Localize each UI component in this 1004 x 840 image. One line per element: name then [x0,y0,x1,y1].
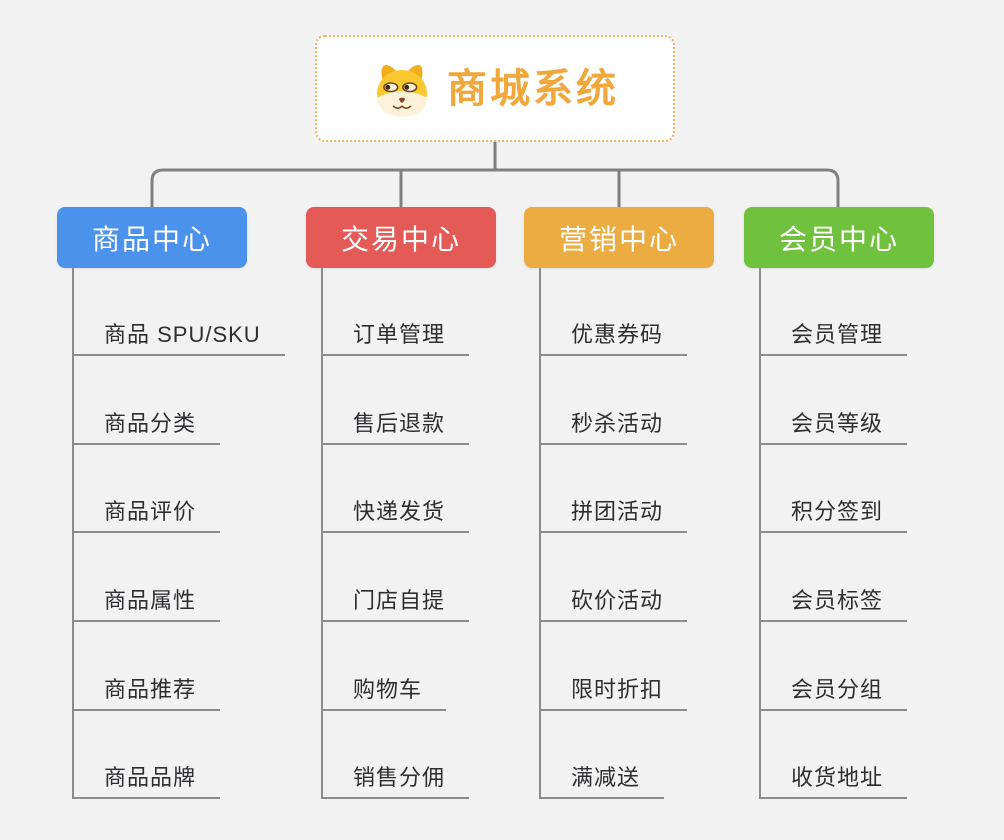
dog-face-icon [377,64,427,117]
mindmap-item[interactable]: 商品属性 [72,582,221,622]
mindmap-item[interactable]: 会员等级 [759,405,908,445]
branch-box-3[interactable]: 会员中心 [744,207,934,268]
branch-trunk-line [759,268,761,799]
branch-box-1[interactable]: 交易中心 [306,207,496,268]
branch-box-2[interactable]: 营销中心 [524,207,714,268]
branch-column-trade: 交易中心 订单管理 售后退款 快递发货 门店自提 购物车 销售分佣 [306,207,566,819]
mindmap-item[interactable]: 商品 SPU/SKU [72,316,285,356]
mindmap-item[interactable]: 会员管理 [759,316,908,356]
mindmap-item[interactable]: 积分签到 [759,493,908,533]
branch-box-0[interactable]: 商品中心 [57,207,247,268]
branch-trunk-line [321,268,323,799]
mindmap-item[interactable]: 拼团活动 [539,493,688,533]
mindmap-item[interactable]: 会员标签 [759,582,908,622]
mindmap-item[interactable]: 售后退款 [321,405,470,445]
mindmap-item[interactable]: 快递发货 [321,493,470,533]
mindmap-item[interactable]: 优惠券码 [539,316,688,356]
mindmap-item[interactable]: 商品品牌 [72,759,221,799]
mindmap-item[interactable]: 商品推荐 [72,671,221,711]
root-title: 商城系统 [447,66,619,111]
mindmap-item[interactable]: 限时折扣 [539,671,688,711]
mindmap-item[interactable]: 满减送 [539,759,665,799]
branch-column-members: 会员中心 会员管理 会员等级 积分签到 会员标签 会员分组 收货地址 [744,207,1004,819]
mindmap-item[interactable]: 门店自提 [321,582,470,622]
mindmap-item[interactable]: 砍价活动 [539,582,688,622]
branch-trunk-line [539,268,541,799]
mindmap-item[interactable]: 秒杀活动 [539,405,688,445]
branch-trunk-line [72,268,74,799]
branch-column-products: 商品中心 商品 SPU/SKU 商品分类 商品评价 商品属性 商品推荐 商品品牌 [57,207,317,819]
mindmap-item[interactable]: 会员分组 [759,671,908,711]
mindmap-item[interactable]: 购物车 [321,671,447,711]
mindmap-item[interactable]: 收货地址 [759,759,908,799]
branch-column-marketing: 营销中心 优惠券码 秒杀活动 拼团活动 砍价活动 限时折扣 满减送 [524,207,784,819]
root-node[interactable]: 商城系统 [315,35,675,142]
mindmap-item[interactable]: 商品分类 [72,405,221,445]
mindmap-item[interactable]: 销售分佣 [321,759,470,799]
mindmap-item[interactable]: 商品评价 [72,493,221,533]
mindmap-item[interactable]: 订单管理 [321,316,470,356]
